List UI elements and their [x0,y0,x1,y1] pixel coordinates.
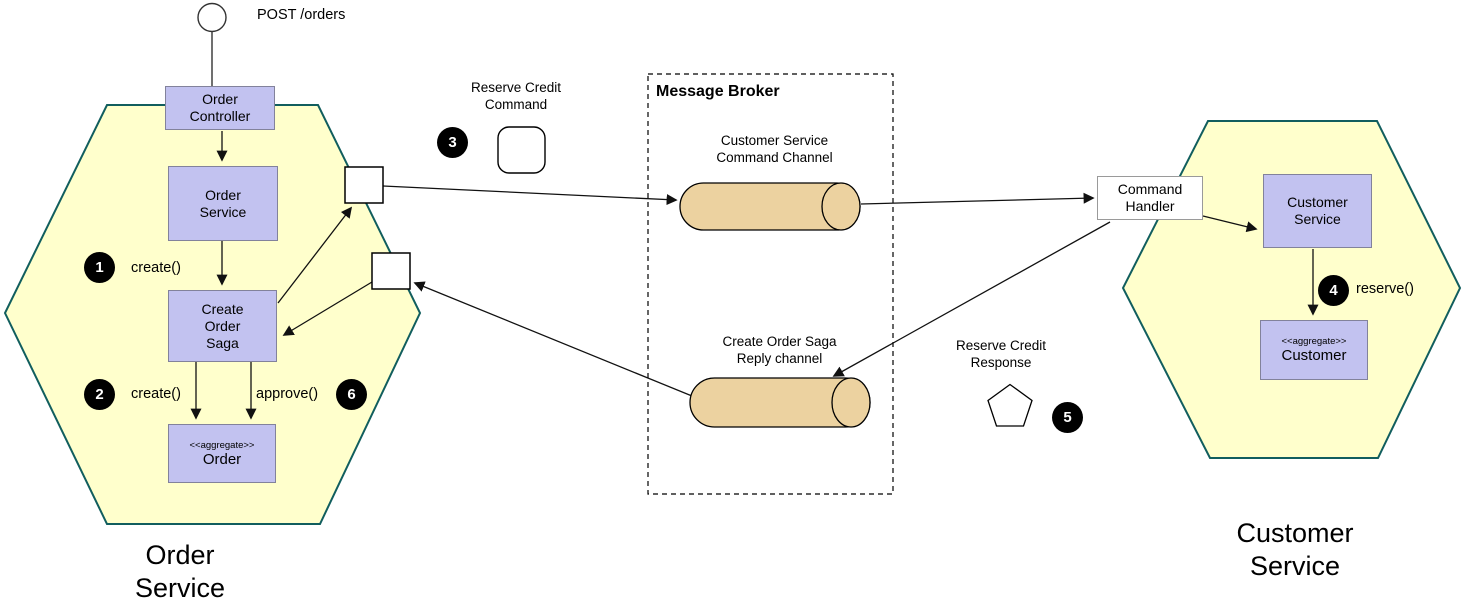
customer-aggregate-name: Customer [1281,347,1347,364]
step-4-label: reserve() [1356,281,1415,297]
reserve-credit-response-label: Reserve Credit Response [955,338,1047,370]
customer-service-hexagon [1121,120,1462,459]
command-channel-cylinder-icon [679,182,861,231]
customer-service-hexagon-label: Customer Service [1236,518,1354,581]
step-1-label: create() [131,260,181,276]
order-aggregate-box: <<aggregate>> Order [168,424,276,483]
step-2-label: create() [131,386,181,402]
arrow-saga-to-command-port [277,206,353,304]
response-message-icon [987,383,1033,427]
step-6-label: approve() [256,386,319,402]
reply-channel-cylinder-icon [689,377,871,428]
message-broker-box [647,73,894,495]
arrow-reply-port-to-saga [282,281,373,336]
order-service-box: Order Service [168,166,278,241]
order-controller-box: Order Controller [165,86,275,130]
message-broker-title: Message Broker [656,83,780,100]
create-order-saga-box: Create Order Saga [168,290,277,362]
customer-service-box: Customer Service [1263,174,1372,248]
arrow-handler-to-customer-service [1202,215,1258,233]
arrow-port-to-command-channel [382,185,678,206]
order-aggregate-name: Order [202,450,242,468]
actor-icon [197,2,227,33]
reply-channel-label: Create Order Saga Reply channel [722,334,837,366]
command-port-icon [344,166,384,204]
step-4-badge: 4 [1318,275,1349,306]
step-6-badge: 6 [336,379,367,410]
command-handler-box: Command Handler [1097,176,1203,220]
customer-aggregate-stereotype: <<aggregate>> [1281,336,1347,347]
order-service-hexagon-label: Order Service [134,540,226,603]
step-5-badge: 5 [1052,402,1083,433]
step-1-badge: 1 [84,252,115,283]
arrow-reply-channel-to-port [413,281,693,397]
reply-port-icon [371,252,411,290]
arrow-command-channel-to-handler [860,192,1095,205]
command-channel-label: Customer Service Command Channel [716,133,833,165]
reserve-credit-command-label: Reserve Credit Command [470,80,562,112]
step-2-badge: 2 [84,379,115,410]
customer-aggregate-box: <<aggregate>> Customer [1260,320,1368,380]
arrow-handler-to-reply-channel [832,221,1111,377]
command-message-icon [497,126,546,174]
order-aggregate-stereotype: <<aggregate>> [189,439,255,451]
step-3-badge: 3 [437,127,468,158]
post-orders-label: POST /orders [257,7,346,23]
